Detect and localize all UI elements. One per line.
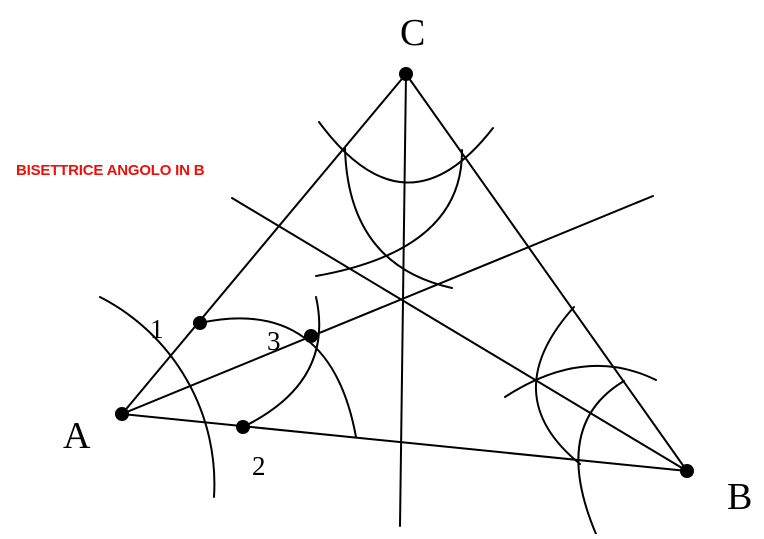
- arc-c-right: [315, 149, 464, 277]
- vertex-c-dot: [399, 67, 413, 81]
- arc-b-upper: [504, 364, 657, 398]
- point-2-dot: [236, 420, 250, 434]
- side-ab: [121, 413, 688, 472]
- vertex-a-label: A: [63, 415, 91, 457]
- point-1-dot: [193, 316, 207, 330]
- point-2-label: 2: [252, 451, 266, 481]
- vertex-b-label: B: [727, 476, 752, 518]
- arc-from-1: [199, 317, 357, 438]
- arc-b-lower: [577, 380, 625, 535]
- side-ac: [121, 73, 407, 415]
- bisector-b: [231, 197, 688, 472]
- arc-from-2: [242, 296, 321, 428]
- vertex-a-dot: [115, 407, 129, 421]
- vertex-c-label: C: [400, 12, 425, 54]
- point-3-label: 3: [267, 326, 281, 356]
- arc-c-main: [318, 121, 494, 184]
- point-3-dot: [304, 329, 318, 343]
- vertex-b-dot: [680, 464, 694, 478]
- arc-a-main: [99, 296, 216, 498]
- point-1-label: 1: [150, 314, 164, 344]
- arc-b-main: [534, 306, 581, 465]
- bisector-a: [121, 195, 654, 415]
- bisector-c: [399, 73, 407, 527]
- side-bc: [405, 73, 688, 472]
- bisector-caption: BISETTRICE ANGOLO IN B: [16, 162, 205, 179]
- arc-c-left: [344, 147, 453, 289]
